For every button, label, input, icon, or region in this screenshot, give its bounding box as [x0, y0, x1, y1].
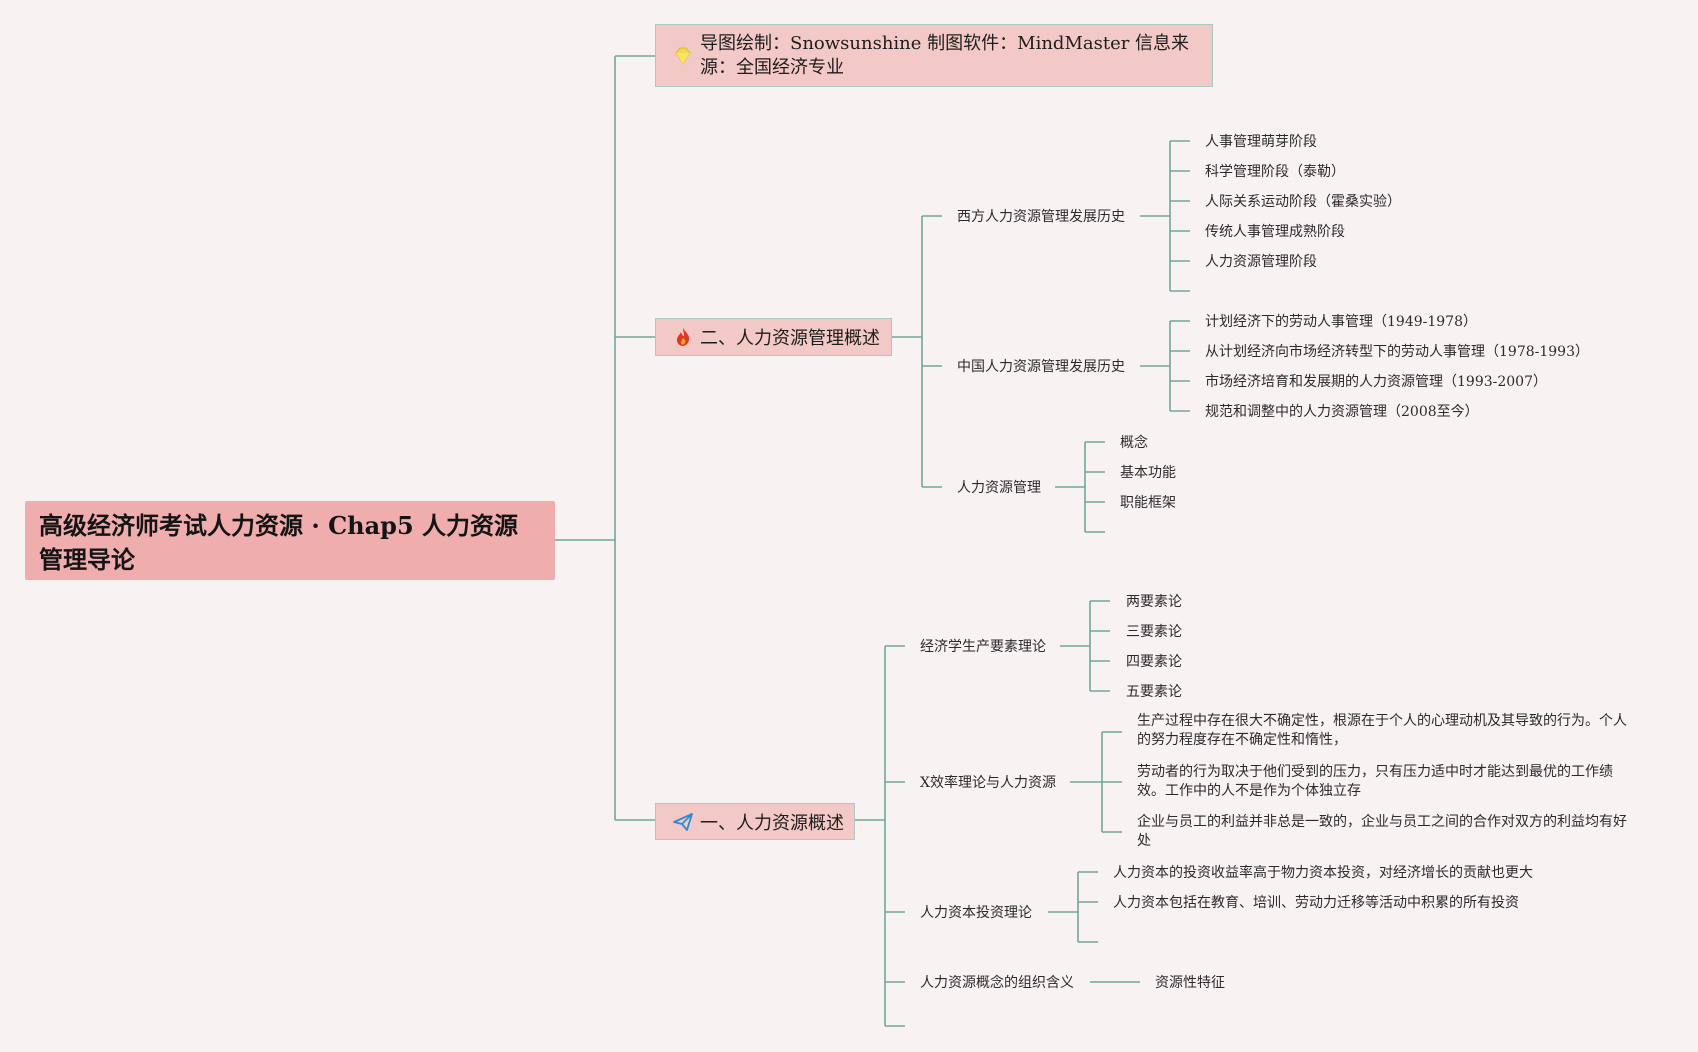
info-text: 导图绘制：Snowsunshine 制图软件：MindMaster 信息来源：全…: [700, 32, 1190, 78]
list-item[interactable]: 职能框架: [1120, 495, 1176, 511]
fire-icon: [672, 326, 694, 348]
info-topic[interactable]: 导图绘制：Snowsunshine 制图软件：MindMaster 信息来源：全…: [655, 24, 1213, 87]
factor-theory-label: 经济学生产要素理论: [920, 639, 1046, 655]
list-item[interactable]: 企业与员工的利益并非总是一致的，企业与员工之间的合作对双方的利益均有好处: [1137, 814, 1627, 849]
list-item[interactable]: 规范和调整中的人力资源管理（2008至今）: [1205, 404, 1479, 420]
western-history[interactable]: 西方人力资源管理发展历史: [957, 206, 1125, 226]
list-item[interactable]: 人力资本包括在教育、培训、劳动力迁移等活动中积累的所有投资: [1113, 895, 1519, 911]
paper-plane-icon: [672, 811, 694, 833]
org-meaning[interactable]: 人力资源概念的组织含义: [920, 972, 1074, 992]
human-capital-theory[interactable]: 人力资本投资理论: [920, 902, 1032, 922]
list-item[interactable]: 资源性特征: [1155, 975, 1225, 991]
x-efficiency-theory[interactable]: X效率理论与人力资源: [920, 772, 1056, 792]
list-item[interactable]: 五要素论: [1126, 684, 1182, 700]
diamond-icon: [672, 45, 694, 67]
list-item[interactable]: 科学管理阶段（泰勒）: [1205, 164, 1345, 180]
list-item[interactable]: 劳动者的行为取决于他们受到的压力，只有压力适中时才能达到最优的工作绩效。工作中的…: [1137, 764, 1613, 799]
list-item[interactable]: 两要素论: [1126, 594, 1182, 610]
list-item[interactable]: 基本功能: [1120, 465, 1176, 481]
factor-theory[interactable]: 经济学生产要素理论: [920, 636, 1046, 656]
x-efficiency-label: X效率理论与人力资源: [920, 775, 1056, 791]
hrm-topic[interactable]: 人力资源管理: [957, 477, 1041, 497]
list-item[interactable]: 人力资源管理阶段: [1205, 254, 1317, 270]
list-item[interactable]: 生产过程中存在很大不确定性，根源在于个人的心理动机及其导致的行为。个人的努力程度…: [1137, 713, 1627, 748]
org-meaning-label: 人力资源概念的组织含义: [920, 975, 1074, 991]
section2-title: 二、人力资源管理概述: [700, 328, 880, 349]
china-history-label: 中国人力资源管理发展历史: [957, 359, 1125, 375]
western-history-label: 西方人力资源管理发展历史: [957, 209, 1125, 225]
hrm-label: 人力资源管理: [957, 480, 1041, 496]
list-item[interactable]: 概念: [1120, 435, 1148, 451]
list-item[interactable]: 从计划经济向市场经济转型下的劳动人事管理（1978-1993）: [1205, 344, 1589, 360]
list-item[interactable]: 人际关系运动阶段（霍桑实验）: [1205, 194, 1401, 210]
section2-topic[interactable]: 二、人力资源管理概述: [655, 318, 892, 356]
section1-title: 一、人力资源概述: [700, 812, 844, 834]
list-item[interactable]: 人力资本的投资收益率高于物力资本投资，对经济增长的贡献也更大: [1113, 865, 1533, 881]
list-item[interactable]: 计划经济下的劳动人事管理（1949-1978）: [1205, 314, 1477, 330]
list-item[interactable]: 四要素论: [1126, 654, 1182, 670]
list-item[interactable]: 三要素论: [1126, 624, 1182, 640]
human-capital-label: 人力资本投资理论: [920, 905, 1032, 921]
list-item[interactable]: 市场经济培育和发展期的人力资源管理（1993-2007）: [1205, 374, 1547, 390]
china-history[interactable]: 中国人力资源管理发展历史: [957, 356, 1125, 376]
list-item[interactable]: 人事管理萌芽阶段: [1205, 134, 1317, 150]
list-item[interactable]: 传统人事管理成熟阶段: [1205, 224, 1345, 240]
root-title: 高级经济师考试人力资源 · Chap5 人力资源管理导论: [39, 511, 519, 574]
root-topic[interactable]: 高级经济师考试人力资源 · Chap5 人力资源管理导论: [25, 501, 555, 580]
section1-topic[interactable]: 一、人力资源概述: [655, 803, 855, 840]
